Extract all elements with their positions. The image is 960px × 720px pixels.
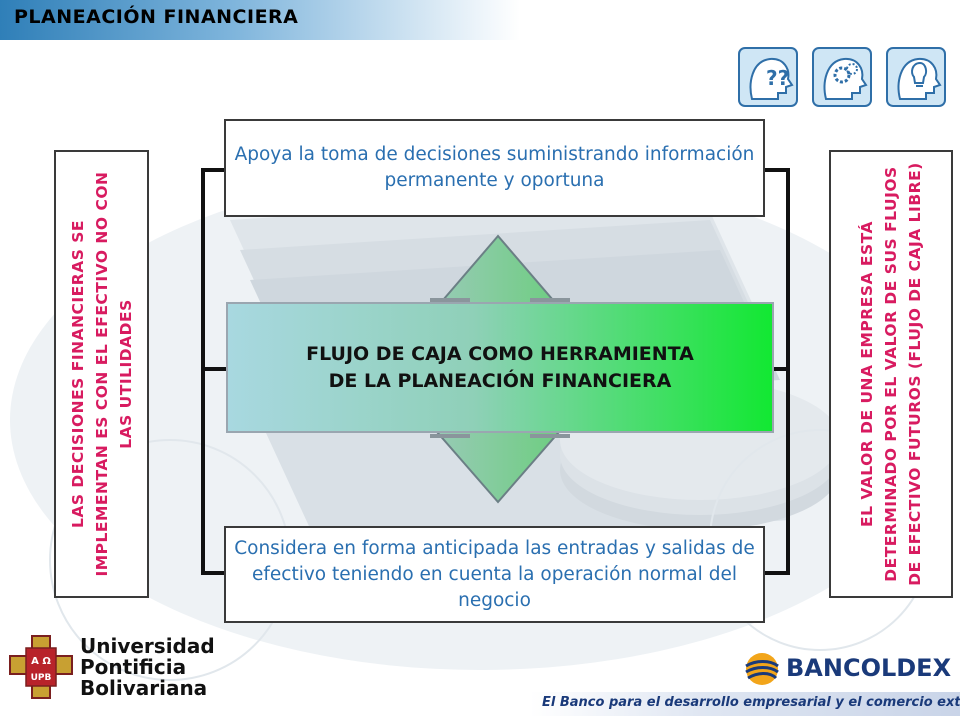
upb-logo: A Ω UPB Universidad Pontificia Bolivaria… xyxy=(6,628,215,704)
bancoldex-logo: BANCOLDEX xyxy=(742,650,952,690)
right-note-box: EL VALOR DE UNA EMPRESA ESTÁ DETERMINADO… xyxy=(829,150,953,598)
lightbulb-head-icon xyxy=(886,47,946,107)
upb-name: Universidad Pontificia Bolivariana xyxy=(80,636,215,699)
upb-line-3: Bolivariana xyxy=(80,676,208,700)
svg-text:??: ?? xyxy=(766,66,789,90)
bottom-info-box: Considera en forma anticipada las entrad… xyxy=(224,526,765,623)
bancoldex-sphere-icon xyxy=(745,653,779,685)
upb-line-1: Universidad xyxy=(80,634,215,658)
title-bar: PLANEACIÓN FINANCIERA xyxy=(0,0,520,40)
footer-tagline: El Banco para el desarrollo empresarial … xyxy=(542,695,960,710)
gears-head-icon xyxy=(812,47,872,107)
question-head-icon: ?? xyxy=(738,47,798,107)
center-main-text: FLUJO DE CAJA COMO HERRAMIENTA DE LA PLA… xyxy=(306,342,694,392)
upb-crest-icon: A Ω UPB xyxy=(9,635,73,699)
top-info-box: Apoya la toma de decisiones suministrand… xyxy=(224,119,765,217)
upb-line-2: Pontificia xyxy=(80,655,187,679)
head-icons-group: ?? xyxy=(738,47,946,107)
page-title: PLANEACIÓN FINANCIERA xyxy=(14,6,299,28)
center-main-box: FLUJO DE CAJA COMO HERRAMIENTA DE LA PLA… xyxy=(226,302,774,433)
bancoldex-name: BANCOLDEX xyxy=(786,654,952,682)
upb-crest-bottom-text: UPB xyxy=(31,673,52,683)
left-note-box: LAS DECISIONES FINANCIERAS SE IMPLEMENTA… xyxy=(54,150,149,598)
upb-crest-top-text: A Ω xyxy=(31,656,51,667)
bottom-info-text: Considera en forma anticipada las entrad… xyxy=(234,537,755,611)
footer-tagline-bar: El Banco para el desarrollo empresarial … xyxy=(530,692,960,716)
top-info-text: Apoya la toma de decisiones suministrand… xyxy=(234,144,755,191)
